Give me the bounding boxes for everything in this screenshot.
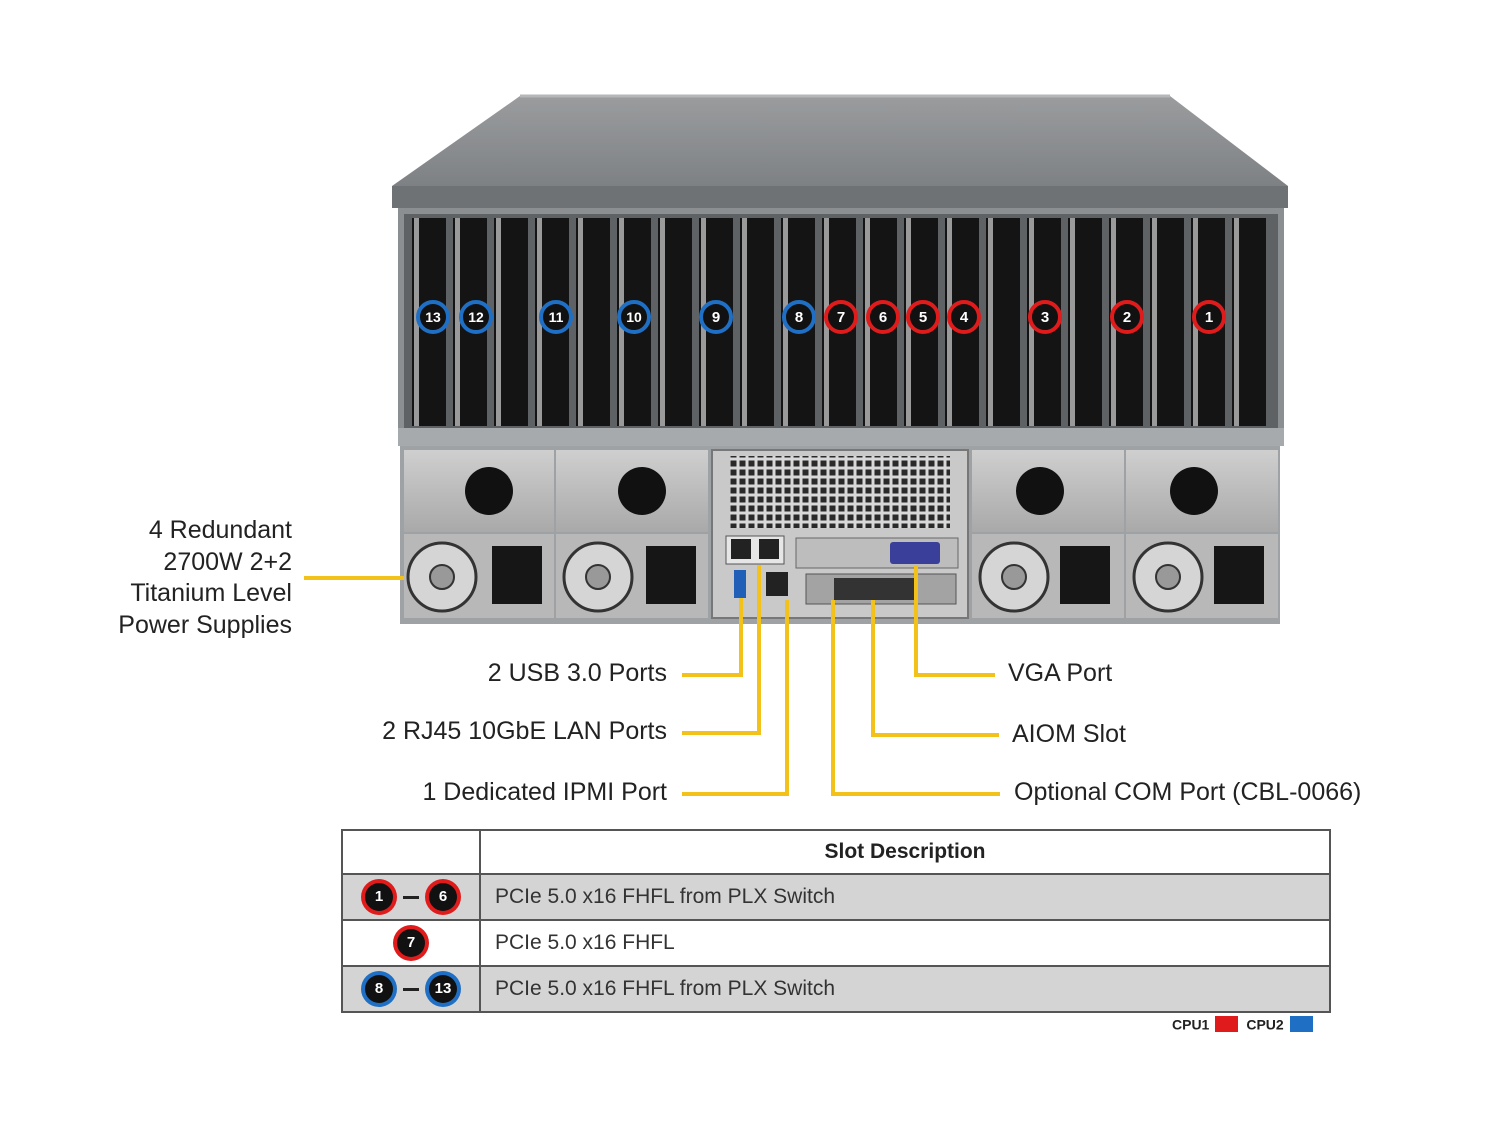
slot-badge-1-icon: [1192, 300, 1226, 334]
slot-badge-3-icon: [1028, 300, 1062, 334]
slot-badge-1-label: 1: [1205, 309, 1213, 326]
power-supply-right-2: [1126, 450, 1278, 618]
slot-badge-4-label: 4: [960, 309, 969, 326]
slot-badge-icon: 8: [365, 975, 393, 1003]
com-port-label: Optional COM Port (CBL-0066): [1014, 778, 1362, 806]
slot-range-cell: 8 13: [341, 965, 481, 1013]
slot-badge-9-icon: [699, 300, 733, 334]
com-callout-line: [831, 600, 1000, 796]
slot-badge-icon: 6: [429, 883, 457, 911]
legend-cpu2-label: CPU2: [1246, 1016, 1284, 1033]
slot-badge-6-label: 6: [879, 309, 887, 326]
usb-ports-label: 2 USB 3.0 Ports: [487, 659, 667, 687]
table-row: 8 13 PCIe 5.0 x16 FHFL from PLX Switch: [341, 965, 1331, 1013]
legend-cpu1-swatch: [1215, 1016, 1239, 1033]
slot-badge-12-label: 12: [468, 309, 484, 325]
power-supply-left-1: [404, 450, 554, 618]
cpu-legend: CPU1 CPU2: [1172, 1015, 1321, 1033]
slot-range-cell: 7: [341, 919, 481, 967]
vga-port-graphic: [890, 542, 940, 564]
lan-ports-label: 2 RJ45 10GbE LAN Ports: [382, 717, 667, 745]
slot-badge-6-icon: [866, 300, 900, 334]
table-header-row: Slot Description: [341, 829, 1331, 875]
table-row: 7 PCIe 5.0 x16 FHFL: [341, 919, 1331, 967]
bracket-edge: [660, 218, 665, 426]
table-header-title: Slot Description: [479, 829, 1331, 875]
slot-badge-10-icon: [617, 300, 651, 334]
bracket-edge: [455, 218, 460, 426]
slot-badge-11-icon: [539, 300, 573, 334]
slot-badge-13-label: 13: [425, 309, 441, 325]
bracket-edge: [414, 218, 419, 426]
slot-description-cell: PCIe 5.0 x16 FHFL: [479, 919, 1331, 967]
ipmi-port-label: 1 Dedicated IPMI Port: [422, 778, 667, 806]
slot-badge-3-label: 3: [1041, 309, 1049, 326]
slot-badge-13-icon: [416, 300, 450, 334]
slot-badge-7-icon: [824, 300, 858, 334]
slot-badges: 13 12 11 10 9 8 7 6 5 4 3 2 1: [416, 300, 1226, 334]
slot-badge-8-label: 8: [795, 309, 803, 326]
bracket-edge: [1234, 218, 1239, 426]
psu-label-line-1: 4 Redundant: [148, 516, 292, 544]
slot-badge-icon: 13: [429, 975, 457, 1003]
callout-lines: [304, 565, 1000, 796]
bracket-edge: [1070, 218, 1075, 426]
psu-label-line-3: Titanium Level: [130, 579, 292, 607]
legend-cpu1-label: CPU1: [1172, 1016, 1210, 1033]
aiom-slot-label: AIOM Slot: [1012, 720, 1126, 748]
ipmi-callout-line: [682, 600, 789, 796]
slot-badge-icon: 7: [397, 929, 425, 957]
slot-badge-9-label: 9: [712, 309, 720, 326]
vga-callout-line: [914, 565, 995, 677]
power-supply-right-1: [972, 450, 1124, 618]
usb-callout-line: [682, 598, 743, 677]
legend-cpu2-swatch: [1289, 1016, 1313, 1033]
slot-badge-7-label: 7: [837, 309, 845, 326]
chassis-top: [392, 94, 1288, 208]
range-dash: [403, 987, 419, 991]
slot-badge-10-label: 10: [626, 309, 642, 325]
vga-port-label: VGA Port: [1008, 659, 1113, 687]
slot-description-cell: PCIe 5.0 x16 FHFL from PLX Switch: [479, 965, 1331, 1013]
lan-callout-line: [682, 565, 761, 735]
center-io-panel: [711, 449, 969, 619]
usb-port-graphic: [734, 570, 746, 598]
slot-description-cell: PCIe 5.0 x16 FHFL from PLX Switch: [479, 873, 1331, 921]
slot-badge-8-icon: [782, 300, 816, 334]
slot-badge-12-icon: [459, 300, 493, 334]
bracket-edge: [537, 218, 542, 426]
slot-badge-4-icon: [947, 300, 981, 334]
slot-badge-11-label: 11: [549, 309, 564, 325]
psu-label-line-2: 2700W 2+2: [163, 547, 292, 576]
power-supplies-callout-label: 4 Redundant 2700W 2+2 Titanium Level Pow…: [60, 515, 292, 641]
slot-badge-5-icon: [906, 300, 940, 334]
psu-label-line-4: Power Supplies: [118, 610, 292, 639]
slot-badge-2-label: 2: [1123, 309, 1131, 326]
power-supply-left-2: [556, 450, 708, 618]
bracket-edge: [742, 218, 747, 426]
range-dash: [403, 895, 419, 899]
slot-badge-5-label: 5: [919, 309, 927, 326]
rear-io-section: [400, 446, 1280, 624]
bracket-edge: [578, 218, 583, 426]
table-header-blank: [341, 829, 481, 875]
slot-badge-icon: 1: [365, 883, 393, 911]
bracket-edge: [1152, 218, 1157, 426]
bracket-edge: [988, 218, 993, 426]
bracket-edge: [496, 218, 501, 426]
aiom-callout-line: [871, 600, 999, 737]
slot-badge-2-icon: [1110, 300, 1144, 334]
